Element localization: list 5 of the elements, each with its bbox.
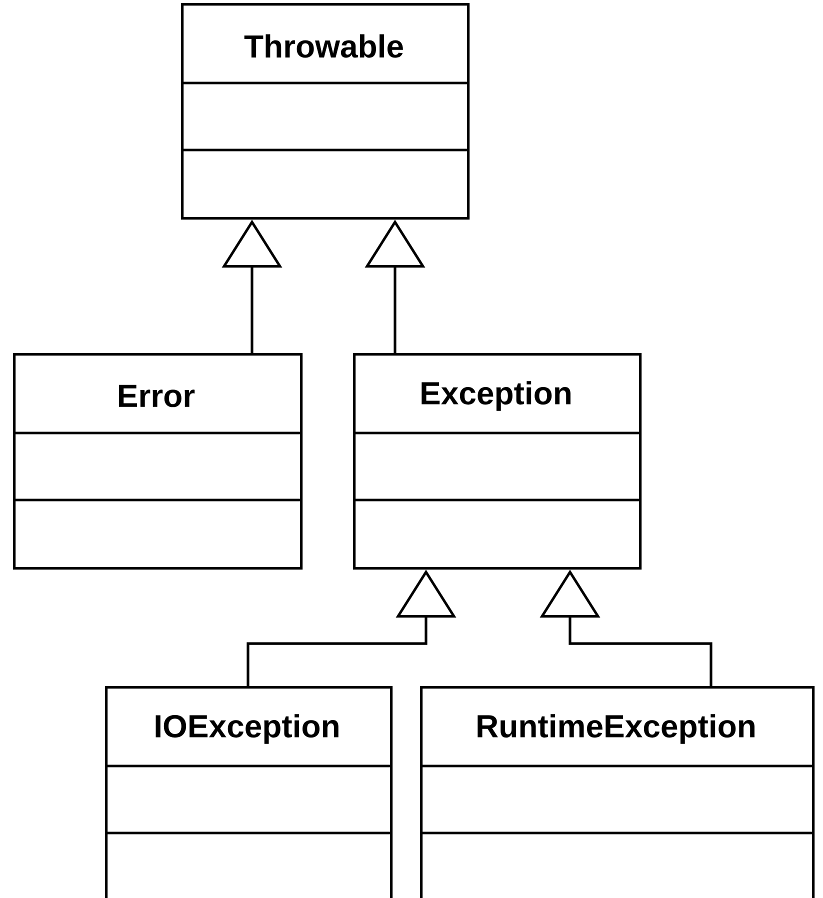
class-box: Exception — [353, 353, 642, 570]
class-box: RuntimeException — [420, 686, 815, 898]
class-box: Throwable — [181, 3, 470, 220]
class-box: IOException — [105, 686, 393, 898]
class-box: Error — [13, 353, 303, 570]
